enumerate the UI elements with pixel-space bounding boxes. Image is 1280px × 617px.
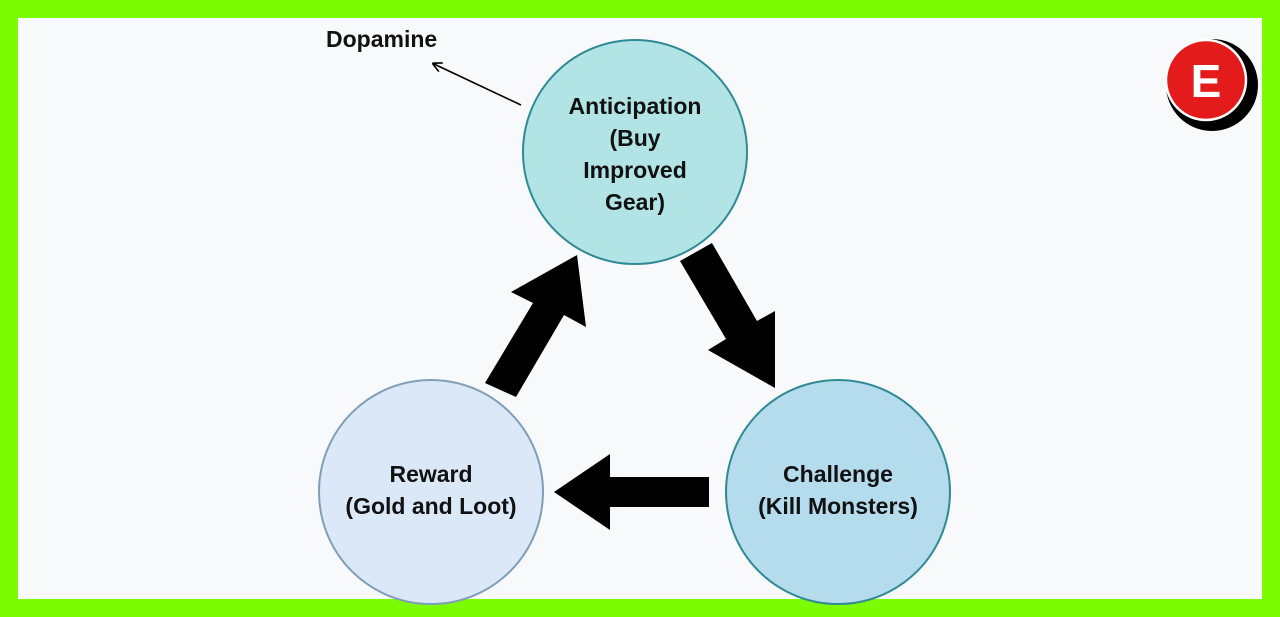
node-anticipation-circle xyxy=(522,39,748,265)
node-reward: Reward (Gold and Loot) xyxy=(318,379,544,605)
node-challenge: Challenge (Kill Monsters) xyxy=(725,379,951,605)
node-reward-line-2: (Gold and Loot) xyxy=(345,493,516,519)
node-challenge-line-2: (Kill Monsters) xyxy=(758,493,918,519)
arrow-anticipation-to-challenge xyxy=(680,243,775,388)
node-anticipation-line-2: (Buy xyxy=(609,125,660,151)
node-anticipation-line-1: Anticipation xyxy=(569,93,702,119)
logo-letter: E xyxy=(1191,55,1222,107)
node-anticipation-line-3: Improved xyxy=(583,157,687,183)
arrow-reward-to-anticipation xyxy=(485,255,586,397)
node-challenge-circle xyxy=(725,379,951,605)
brand-logo-icon: E xyxy=(1164,38,1258,131)
node-reward-line-1: Reward xyxy=(389,461,472,487)
dopamine-label: Dopamine xyxy=(326,26,437,52)
dopamine-arrow xyxy=(434,64,522,106)
node-anticipation-line-4: Gear) xyxy=(605,189,665,215)
node-challenge-line-1: Challenge xyxy=(783,461,893,487)
node-anticipation: Anticipation (Buy Improved Gear) xyxy=(522,39,748,265)
node-reward-circle xyxy=(318,379,544,605)
arrow-challenge-to-reward xyxy=(554,454,709,530)
